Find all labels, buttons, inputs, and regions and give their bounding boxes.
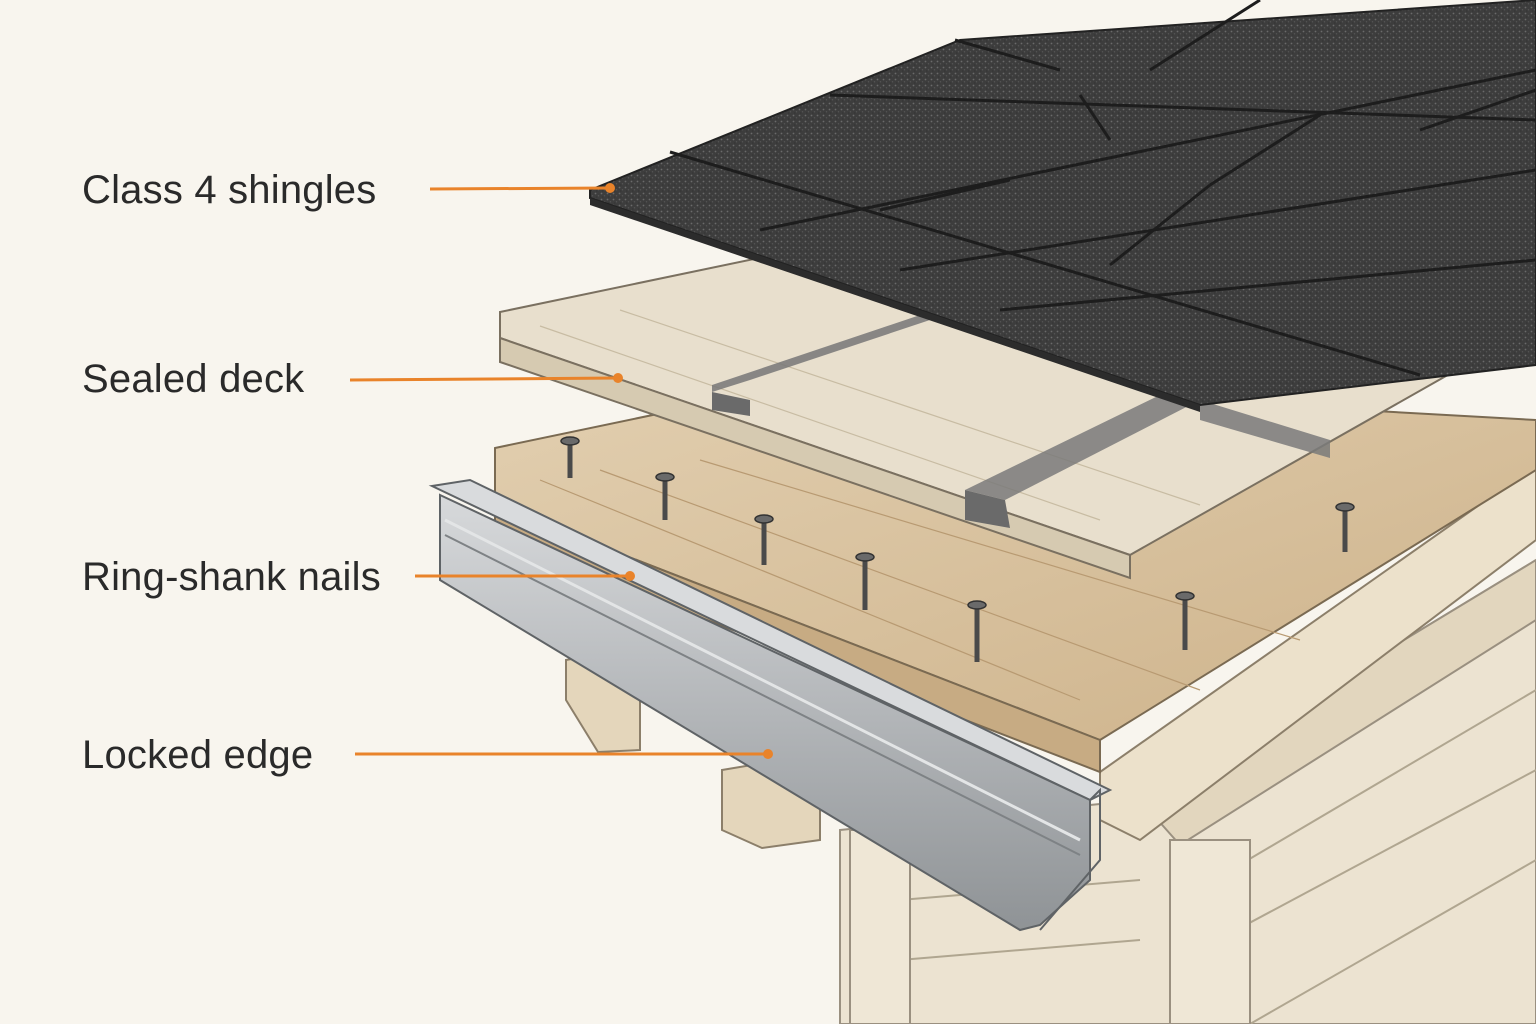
class-4-shingles: [589, 0, 1536, 412]
nail: [754, 514, 774, 565]
nail: [1335, 502, 1355, 552]
leader-shingles: [429, 183, 615, 193]
leader-nails: [415, 571, 635, 581]
nail: [655, 472, 675, 520]
ring-shank-nails: [560, 436, 1355, 662]
label-class-4-shingles: Class 4 shingles: [82, 168, 377, 212]
leader-edge: [355, 749, 773, 759]
label-sealed-deck: Sealed deck: [82, 357, 305, 401]
metal-drip-edge: [428, 478, 1113, 932]
nail: [855, 552, 875, 610]
label-ring-shank-nails: Ring-shank nails: [82, 555, 381, 599]
callout-leaders: [349, 183, 773, 759]
nail: [560, 436, 580, 478]
nail: [1175, 591, 1195, 650]
nail: [967, 600, 987, 662]
leader-deck: [349, 373, 623, 383]
label-locked-edge: Locked edge: [82, 733, 314, 777]
